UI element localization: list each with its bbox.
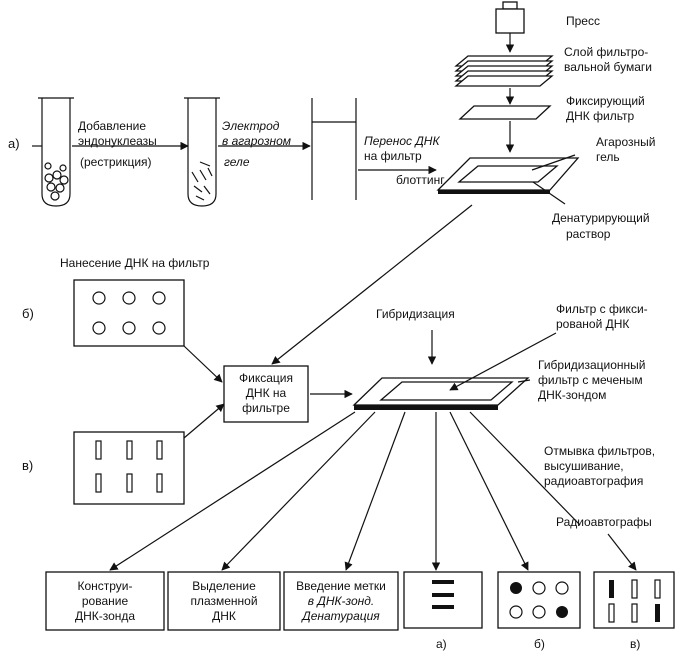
- result-b-autoradiograph: [497, 571, 581, 629]
- arrow-to-label: [344, 411, 406, 571]
- transfer-label-3: блоттинг: [396, 173, 445, 187]
- test-tube-2: [184, 97, 220, 207]
- arrow-gel-to-fixation: [271, 204, 473, 365]
- pointer-denaturing: [532, 181, 566, 205]
- washing-label-3: радиоавтография: [544, 474, 643, 488]
- endonuclease-label-2: эндонуклеазы: [78, 134, 157, 148]
- probe-box: [45, 571, 165, 631]
- washing-label-1: Отмывка фильтров,: [544, 444, 655, 458]
- result-v-label: в): [630, 637, 640, 651]
- apply-dna-label: Нанесение ДНК на фильтр: [60, 256, 210, 270]
- probe-label-2: рование: [82, 594, 129, 608]
- arrow-slot-to-fixation: [183, 403, 225, 439]
- arrow-to-probe: [109, 411, 356, 571]
- arrow-dot-to-fixation: [183, 345, 223, 383]
- fixing-filter-label-1: Фиксирующий: [566, 94, 645, 108]
- fixation-box: [223, 365, 309, 423]
- press-label: Пресс: [566, 14, 600, 28]
- slot-blot-filter: [73, 431, 185, 505]
- label-box-label-2: в ДНК-зонд.: [308, 594, 374, 608]
- electrode-label-2: в агарозном: [222, 134, 291, 148]
- electrode-label-1: Электрод: [222, 119, 280, 133]
- filter-paper-stack: [454, 55, 554, 87]
- arrow-to-plasmid: [221, 411, 376, 571]
- fixing-filter-label-2: ДНК фильтр: [566, 109, 635, 123]
- fixation-label-2: ДНК на: [246, 386, 287, 400]
- hybridization-filter: [352, 377, 530, 410]
- pointer-fixed-filter: [449, 332, 557, 391]
- fixed-filter-label-2: рованой ДНК: [556, 317, 629, 331]
- row-label-a: а): [8, 136, 20, 151]
- label-box-label-1: Введение метки: [296, 579, 386, 593]
- row-label-b: б): [22, 306, 34, 321]
- hybridization-label: Гибридизация: [376, 307, 455, 321]
- washing-label-2: высушивание,: [544, 459, 624, 473]
- plasmid-label-1: Выделение: [192, 579, 256, 593]
- agarose-gel-label-1: Агарозный: [596, 135, 655, 149]
- hyb-filter-label-3: ДНК-зондом: [538, 388, 606, 402]
- line-to-washing: [469, 411, 581, 526]
- agarose-gel-label-2: гель: [596, 150, 620, 164]
- result-a-label: а): [436, 637, 447, 651]
- probe-label-3: ДНК-зонда: [75, 609, 135, 623]
- fixed-filter-label-1: Фильтр с фикси-: [556, 302, 648, 316]
- row-label-v: в): [22, 458, 33, 473]
- pointer-hyb-filter: [517, 379, 531, 383]
- press-weight: [495, 1, 525, 34]
- plasmid-label-3: ДНК: [212, 609, 236, 623]
- result-b-label: б): [534, 637, 545, 651]
- endonuclease-label-3: (рестрикция): [80, 155, 152, 169]
- hyb-filter-label-2: фильтр с меченым: [538, 373, 643, 387]
- endonuclease-label-1: Добавление: [78, 119, 146, 133]
- electrode-label-3: геле: [224, 155, 250, 169]
- plasmid-label-2: плазменной: [190, 594, 257, 608]
- denaturing-label-1: Денатурирующий: [552, 211, 650, 225]
- label-box: [283, 571, 399, 631]
- filter-paper-label-1: Слой фильтро-: [564, 45, 648, 59]
- pointer-gel: [531, 154, 576, 171]
- electrophoresis-chamber: [311, 98, 357, 200]
- autoradiographs-label: Радиоавтографы: [556, 515, 652, 529]
- fixation-label-3: фильтре: [242, 401, 290, 415]
- fixation-label-1: Фиксация: [239, 371, 293, 385]
- test-tube-1: [38, 97, 74, 207]
- label-box-label-3: Денатурация: [300, 609, 380, 623]
- transfer-label-2: на фильтр: [364, 149, 422, 163]
- arrow-to-result-b: [449, 411, 529, 571]
- arrow-to-result-v: [607, 533, 637, 571]
- transfer-label-1: Перенос ДНК: [364, 134, 440, 148]
- result-a-autoradiograph: [403, 571, 483, 629]
- fixing-filter-sheet: [458, 105, 552, 120]
- dot-blot-filter: [73, 279, 185, 347]
- plasmid-box: [167, 571, 281, 631]
- hyb-filter-label-1: Гибридизационный: [538, 358, 646, 372]
- result-v-autoradiograph: [593, 571, 675, 629]
- filter-paper-label-2: вальной бумаги: [564, 60, 652, 74]
- denaturing-label-2: раствор: [566, 227, 611, 241]
- gel-tray: [436, 157, 580, 194]
- probe-label-1: Конструи-: [77, 579, 132, 593]
